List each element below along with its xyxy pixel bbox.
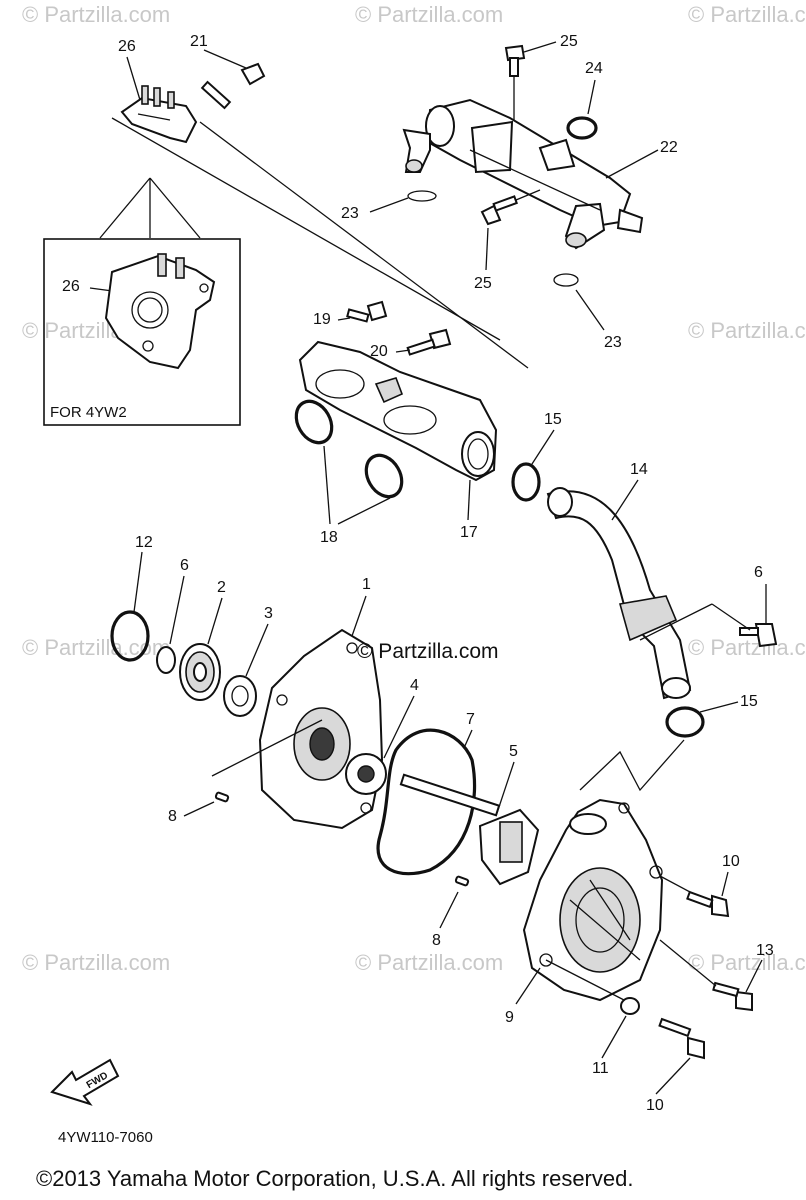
callout-19: 19 — [313, 311, 331, 328]
watermark: © Partzilla.com — [688, 2, 806, 27]
callout-18: 18 — [320, 529, 338, 546]
callout-25-lower: 25 — [474, 275, 492, 292]
watermark: © Partzilla.com — [355, 950, 503, 975]
inset-frame — [43, 238, 241, 426]
bolt-part — [712, 981, 753, 1012]
o-ring-part — [294, 399, 334, 445]
callout-25: 25 — [560, 33, 578, 50]
callout-16: 6 — [754, 564, 763, 581]
callout-4: 4 — [410, 677, 419, 694]
dowel-pin-part — [454, 875, 470, 887]
pump-housing-part — [522, 798, 664, 1002]
callout-8: 8 — [168, 808, 177, 825]
o-ring-part — [511, 462, 541, 502]
callout-13: 13 — [756, 942, 774, 959]
gasket-part — [376, 728, 477, 876]
watermark: © Partzilla.com — [688, 318, 806, 343]
callout-23: 23 — [341, 205, 359, 222]
water-pipe-part — [402, 98, 644, 250]
o-ring-part — [364, 453, 404, 499]
callout-24: 24 — [585, 60, 603, 77]
center-watermark: © Partzilla.com — [357, 640, 499, 663]
o-ring-part — [566, 116, 598, 140]
thermostat-housing-part — [298, 340, 498, 482]
callout-23-lower: 23 — [604, 334, 622, 351]
o-ring-part — [665, 706, 705, 738]
callout-14: 14 — [630, 461, 648, 478]
callout-15: 15 — [544, 411, 562, 428]
inset-callout: 26 — [62, 278, 80, 295]
o-ring-part — [553, 273, 579, 287]
callout-10: 10 — [722, 853, 740, 870]
watermark: © Partzilla.com — [688, 635, 806, 660]
watermark: © Partzilla.com — [22, 2, 170, 27]
inset-label: FOR 4YW2 — [50, 404, 127, 421]
o-ring-part — [407, 190, 437, 202]
watermark: © Partzilla.com — [355, 2, 503, 27]
bracket-part — [120, 85, 198, 144]
callout-11: 11 — [592, 1060, 609, 1077]
bolt-part — [686, 890, 730, 918]
impeller-shaft-part — [399, 773, 540, 886]
callout-10-lower: 10 — [646, 1097, 664, 1114]
callout-12: 12 — [135, 534, 153, 551]
diagram-code: 4YW110-7060 — [58, 1129, 153, 1146]
callout-21: 21 — [190, 33, 208, 50]
callout-7: 7 — [466, 711, 475, 728]
callout-8-lower: 8 — [432, 932, 441, 949]
callout-6: 6 — [180, 557, 189, 574]
callout-17: 17 — [460, 524, 478, 541]
callout-2: 2 — [217, 579, 226, 596]
callout-20: 20 — [370, 343, 388, 360]
bolt-part — [200, 62, 266, 110]
callout-3: 3 — [264, 605, 273, 622]
hose-part — [546, 487, 692, 700]
callout-1: 1 — [362, 576, 371, 593]
callout-15-lower: 15 — [740, 693, 758, 710]
oil-seal-part — [223, 675, 257, 717]
callout-26: 26 — [118, 38, 136, 55]
inset-4yw2: FOR 4YW2 26 — [43, 238, 241, 426]
dowel-pin-part — [214, 791, 230, 803]
bolt-part — [480, 195, 518, 226]
callout-22: 22 — [660, 139, 678, 156]
bearing-part — [179, 643, 221, 701]
bolt-part — [739, 623, 778, 648]
washer-part — [620, 997, 640, 1015]
callout-5: 5 — [509, 743, 518, 760]
copyright-notice: ©2013 Yamaha Motor Corporation, U.S.A. A… — [36, 1166, 633, 1191]
o-ring-part — [110, 610, 150, 662]
bolt-part — [346, 300, 388, 323]
bracket-4yw2-part — [104, 253, 216, 370]
forward-arrow-icon: FWD — [50, 1058, 120, 1106]
bolt-part — [406, 328, 452, 356]
callout-9: 9 — [505, 1009, 514, 1026]
circlip-part — [156, 646, 176, 674]
impeller-part — [345, 753, 387, 795]
bolt-part — [504, 44, 526, 77]
watermark: © Partzilla.com — [688, 950, 806, 975]
watermark: © Partzilla.com — [22, 950, 170, 975]
bolt-part — [658, 1017, 705, 1060]
